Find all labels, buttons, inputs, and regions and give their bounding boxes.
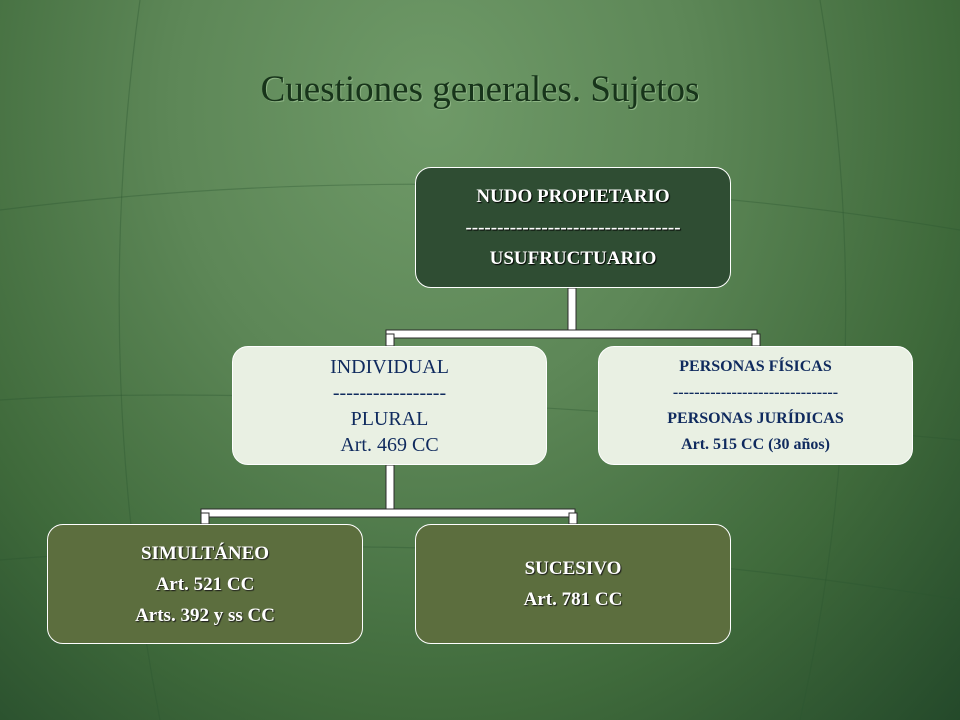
- node-nudo-propietario: NUDO PROPIETARIO -----------------------…: [415, 167, 731, 288]
- connector-individual-down: [385, 464, 395, 512]
- node-personas: PERSONAS FÍSICAS -----------------------…: [598, 346, 913, 465]
- slide-title: Cuestiones generales. Sujetos: [260, 69, 700, 110]
- node-personas-line2: PERSONAS JURÍDICAS: [667, 409, 844, 427]
- node-simultaneo-line1: SIMULTÁNEO: [140, 542, 270, 564]
- connector-drop-simultaneo: [200, 512, 210, 525]
- node-simultaneo-line3: Arts. 392 y ss CC: [135, 604, 275, 626]
- node-individual-separator: -----------------: [332, 381, 447, 404]
- connector-level2-horizontal: [200, 508, 576, 518]
- connector-root-down: [567, 287, 577, 333]
- node-sucesivo: SUCESIVO Art. 781 CC: [415, 524, 731, 644]
- node-individual-line2: PLURAL: [350, 407, 429, 430]
- node-root-line2: USUFRUCTUARIO: [489, 248, 657, 269]
- node-personas-line3: Art. 515 CC (30 años): [681, 435, 830, 453]
- node-individual-line3: Art. 469 CC: [340, 433, 439, 456]
- node-simultaneo-line2: Art. 521 CC: [155, 573, 255, 595]
- connector-level1-horizontal: [385, 329, 758, 339]
- connector-drop-sucesivo: [568, 512, 578, 525]
- node-personas-line1: PERSONAS FÍSICAS: [679, 357, 832, 375]
- node-individual-line1: INDIVIDUAL: [330, 355, 449, 378]
- connector-drop-individual: [385, 333, 395, 347]
- node-root-separator: ----------------------------------: [465, 217, 681, 238]
- node-individual-plural: INDIVIDUAL ----------------- PLURAL Art.…: [232, 346, 547, 465]
- node-sucesivo-line1: SUCESIVO: [524, 558, 622, 579]
- node-simultaneo: SIMULTÁNEO Art. 521 CC Arts. 392 y ss CC: [47, 524, 363, 644]
- node-personas-separator: -------------------------------: [672, 383, 839, 401]
- connector-drop-personas: [751, 333, 761, 347]
- node-sucesivo-line2: Art. 781 CC: [523, 589, 623, 610]
- node-root-line1: NUDO PROPIETARIO: [476, 186, 670, 207]
